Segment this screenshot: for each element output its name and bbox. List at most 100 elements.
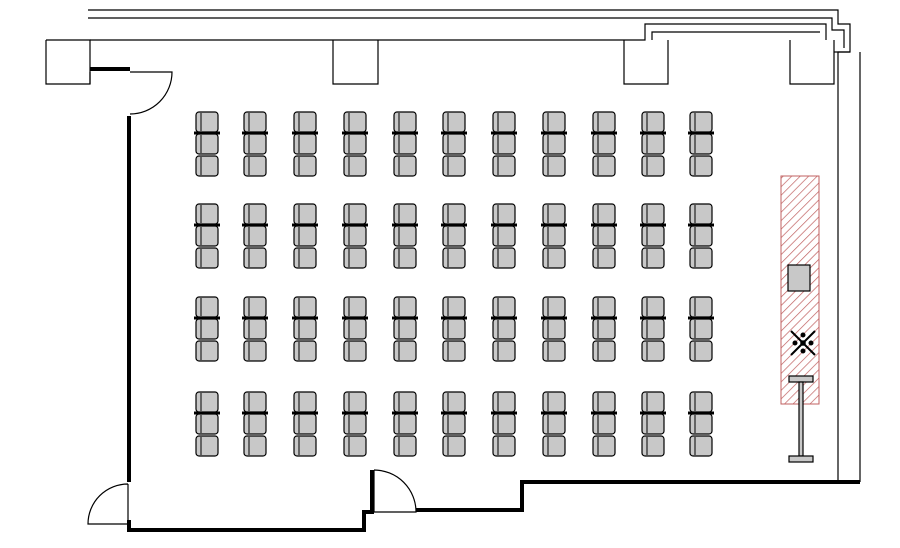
chair-icon (293, 247, 317, 269)
chair-unit (242, 111, 268, 177)
chair-unit (688, 203, 714, 269)
chair-icon (293, 155, 317, 177)
chair-unit (688, 296, 714, 362)
chair-icon (293, 435, 317, 457)
chair-unit (441, 391, 467, 457)
chair-icon (393, 155, 417, 177)
chair-icon (243, 340, 267, 362)
chair-icon (293, 296, 317, 318)
chair-icon (195, 296, 219, 318)
chair-unit (242, 296, 268, 362)
chair-unit (242, 391, 268, 457)
chair-icon (393, 435, 417, 457)
chair-unit (640, 391, 666, 457)
chair-unit (194, 391, 220, 457)
chair-icon (293, 318, 317, 340)
chair-icon (641, 203, 665, 225)
chair-icon (393, 133, 417, 155)
chair-icon (492, 340, 516, 362)
chair-icon (442, 155, 466, 177)
chair-icon (442, 203, 466, 225)
chair-icon (689, 391, 713, 413)
chair-icon (243, 111, 267, 133)
chair-icon (689, 133, 713, 155)
chair-unit (491, 111, 517, 177)
chair-unit (292, 391, 318, 457)
chair-unit (541, 203, 567, 269)
chair-icon (542, 296, 566, 318)
chair-icon (689, 340, 713, 362)
chair-unit (342, 296, 368, 362)
chair-icon (442, 111, 466, 133)
chair-icon (343, 133, 367, 155)
chair-unit (640, 111, 666, 177)
outer-walls (88, 9, 861, 483)
chair-unit (292, 203, 318, 269)
door-swing-icon (87, 71, 417, 525)
chair-icon (195, 340, 219, 362)
chair-icon (195, 133, 219, 155)
chair-icon (343, 247, 367, 269)
chair-icon (343, 203, 367, 225)
projector-crosshair-icon (790, 330, 816, 356)
chair-icon (442, 225, 466, 247)
chair-icon (592, 155, 616, 177)
chair-icon (641, 340, 665, 362)
chair-icon (542, 133, 566, 155)
chair-icon (592, 340, 616, 362)
chair-icon (442, 435, 466, 457)
chair-unit (491, 391, 517, 457)
chair-icon (243, 155, 267, 177)
chair-icon (689, 225, 713, 247)
chair-icon (243, 203, 267, 225)
chair-unit (342, 203, 368, 269)
chair-icon (243, 296, 267, 318)
chair-icon (542, 413, 566, 435)
chair-icon (689, 435, 713, 457)
chair-unit (541, 391, 567, 457)
chair-icon (641, 435, 665, 457)
room-walls (45, 39, 850, 85)
chair-icon (243, 413, 267, 435)
chair-icon (442, 340, 466, 362)
chair-unit (640, 203, 666, 269)
chair-icon (293, 225, 317, 247)
chair-icon (393, 247, 417, 269)
chair-unit (640, 296, 666, 362)
chair-icon (492, 296, 516, 318)
chair-icon (442, 296, 466, 318)
lectern-icon (787, 264, 811, 292)
chair-icon (442, 318, 466, 340)
thick-walls (90, 67, 860, 532)
chair-icon (343, 435, 367, 457)
chair-icon (492, 391, 516, 413)
chair-unit (242, 203, 268, 269)
chair-icon (641, 296, 665, 318)
chair-icon (592, 435, 616, 457)
chair-icon (393, 296, 417, 318)
chair-icon (343, 296, 367, 318)
chair-icon (343, 155, 367, 177)
chair-icon (195, 247, 219, 269)
chair-icon (689, 318, 713, 340)
chair-unit (441, 296, 467, 362)
chair-icon (689, 247, 713, 269)
chair-icon (293, 413, 317, 435)
chair-icon (442, 247, 466, 269)
chair-icon (492, 413, 516, 435)
chair-icon (195, 111, 219, 133)
chair-icon (243, 225, 267, 247)
chair-unit (392, 203, 418, 269)
chair-icon (592, 318, 616, 340)
chair-icon (492, 133, 516, 155)
chair-icon (689, 296, 713, 318)
chair-icon (393, 340, 417, 362)
chair-icon (592, 391, 616, 413)
chair-icon (393, 391, 417, 413)
chair-unit (591, 296, 617, 362)
chair-icon (641, 413, 665, 435)
chair-icon (195, 225, 219, 247)
chair-unit (392, 111, 418, 177)
chair-icon (641, 133, 665, 155)
